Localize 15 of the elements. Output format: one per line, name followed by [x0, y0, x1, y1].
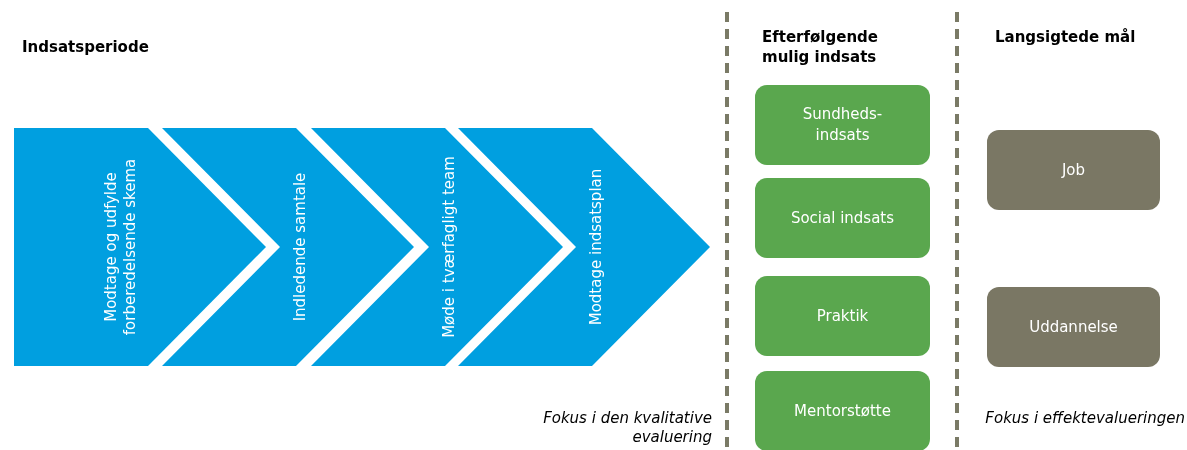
step-label: Møde i tværfagligt team [438, 155, 459, 340]
intervention-box: Social indsats [755, 178, 930, 258]
intervention-box: Sundheds- indsats [755, 85, 930, 165]
step-label: Modtage og udfylde forberedelsende skema [101, 157, 140, 338]
section-heading: Indsatsperiode [22, 37, 150, 57]
footnote-text: Fokus i effektevalueringen [985, 409, 1185, 428]
step-label: Indledende samtale [289, 171, 310, 324]
step-label: Modtage indsatsplan [585, 167, 606, 328]
intervention-box: Mentorstøtte [755, 371, 930, 450]
goal-box: Uddannelse [987, 287, 1160, 367]
section-heading: Efterfølgende mulig indsats [762, 27, 879, 67]
intervention-box: Praktik [755, 276, 930, 356]
footnote-text: Fokus i den kvalitative evaluering [542, 409, 712, 447]
section-heading: Langsigtede mål [995, 27, 1137, 47]
goal-box: Job [987, 130, 1160, 210]
